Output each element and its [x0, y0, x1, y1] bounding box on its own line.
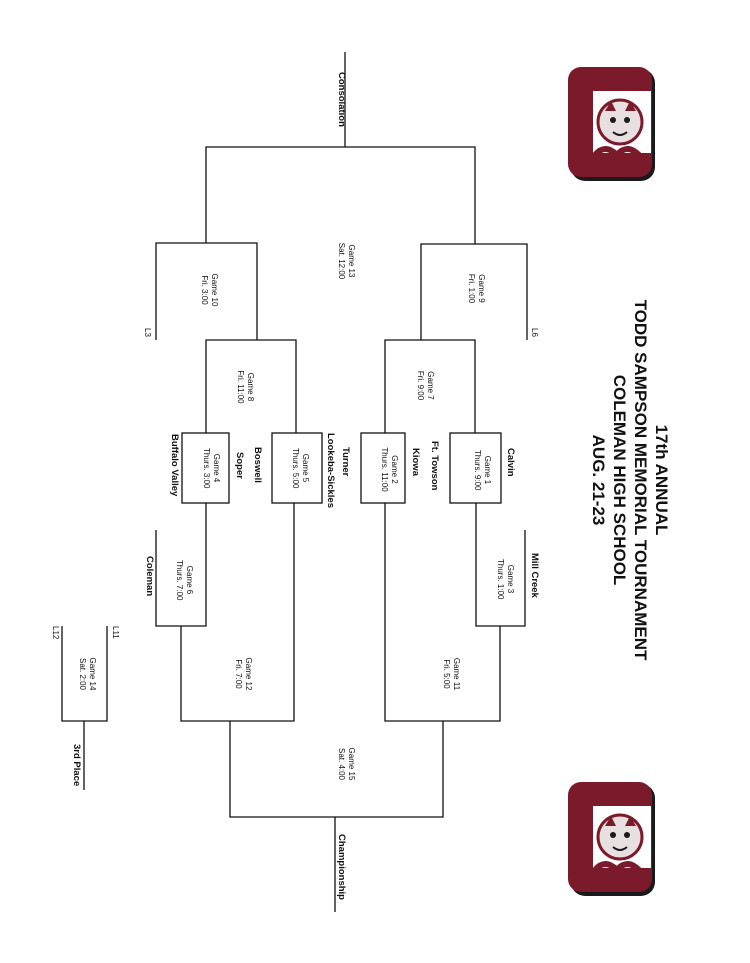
game-12-bracket [180, 503, 295, 722]
tournament-title: 17th ANNUAL TODD SAMPSON MEMORIAL TOURNA… [588, 255, 672, 705]
loser-slot-l12: L12 [51, 626, 60, 640]
title-line-3: COLEMAN HIGH SCHOOL [610, 374, 629, 586]
game-7-bracket [384, 339, 476, 433]
team-mill-creek: Mill Creek [529, 553, 540, 598]
title-line-1: 17th ANNUAL [652, 424, 671, 536]
game-13-bracket [205, 146, 476, 244]
championship-label: Championship [336, 834, 347, 900]
consolation-label: Consolation [336, 72, 347, 127]
team-turner: Turner [340, 447, 351, 477]
wildcat-logo-bottom [568, 782, 655, 896]
team-coleman: Coleman [144, 556, 155, 597]
game-2-box [360, 432, 406, 504]
game-9-bracket [420, 243, 528, 340]
wildcat-logo-top [568, 67, 655, 181]
game-15-bracket [229, 721, 444, 818]
team-soper: Soper [234, 452, 245, 479]
game-8-bracket [205, 339, 297, 433]
loser-slot-l3: L3 [143, 328, 152, 337]
team-lookeba-sickles: Lookeba-Sickles [325, 433, 336, 508]
team-ft-towson: Ft. Towson [429, 441, 440, 491]
team-kiowa: Kiowa [410, 448, 421, 476]
third-place-label: 3rd Place [71, 744, 82, 787]
team-buffalo-valley: Buffalo Valley [169, 434, 180, 497]
game-5-box [271, 432, 323, 504]
team-boswell: Boswell [252, 447, 263, 483]
loser-slot-l6: L6 [530, 328, 539, 337]
loser-slot-l11: L11 [111, 626, 120, 639]
title-line-2: TODD SAMPSON MEMORIAL TOURNAMENT [631, 299, 650, 661]
team-calvin: Calvin [505, 448, 516, 477]
title-line-4: AUG. 21-23 [589, 434, 608, 526]
